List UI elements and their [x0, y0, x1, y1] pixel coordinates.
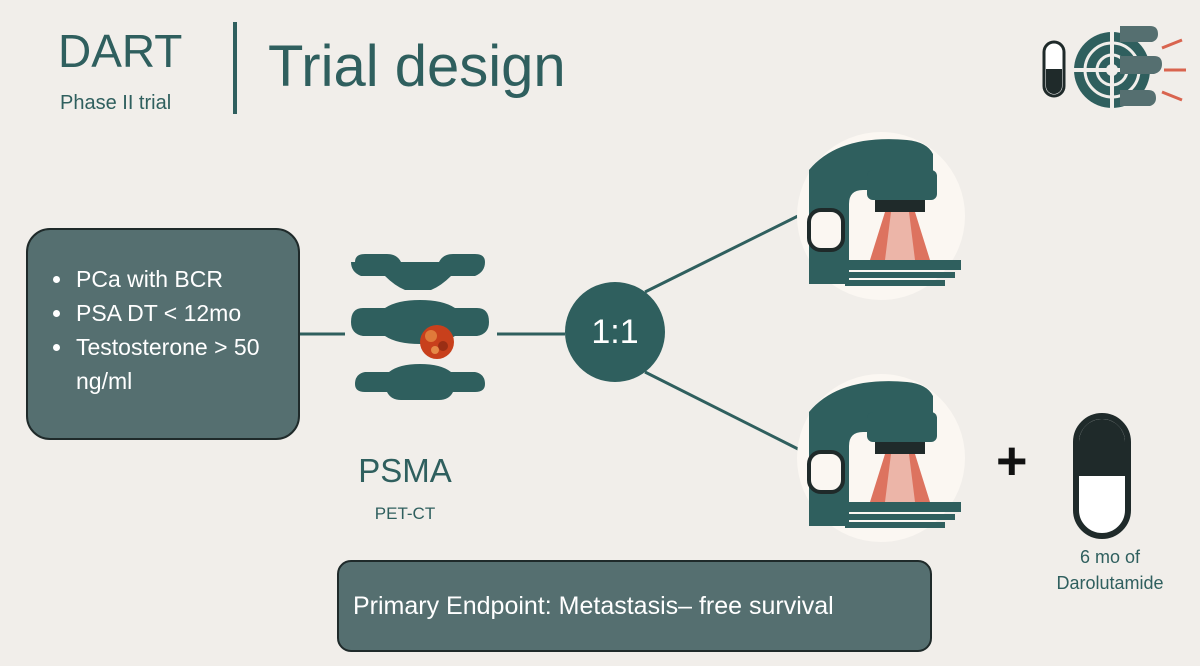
drug-caption: 6 mo of Darolutamide — [1030, 544, 1190, 596]
primary-endpoint-text: Primary Endpoint: Metastasis– free survi… — [353, 591, 834, 620]
eligibility-list: PCa with BCR PSA DT < 12mo Testosterone … — [28, 230, 298, 398]
drug-caption-line2: Darolutamide — [1056, 573, 1164, 593]
page-title: Trial design — [268, 34, 566, 99]
title-divider — [233, 22, 237, 114]
imaging-sublabel: PET-CT — [374, 504, 436, 523]
vertebra-lesion-icon — [351, 254, 489, 400]
drug-caption-line1: 6 mo of — [1079, 547, 1141, 567]
trial-name: DART — [58, 25, 183, 77]
eligibility-item: PCa with BCR — [74, 262, 298, 296]
connector-ratio-to-arm2 — [644, 370, 801, 452]
imaging-label: PSMA — [358, 452, 452, 489]
eligibility-box: PCa with BCR PSA DT < 12mo Testosterone … — [26, 228, 300, 440]
connector-ratio-to-arm1 — [644, 213, 801, 294]
eligibility-item: Testosterone > 50 ng/ml — [74, 330, 298, 398]
radiotherapy-linac-icon — [797, 132, 965, 300]
eligibility-item: PSA DT < 12mo — [74, 296, 298, 330]
trial-phase: Phase II trial — [60, 92, 172, 114]
capsule-icon — [1073, 413, 1131, 539]
trial-logo-icon — [1042, 26, 1186, 112]
randomization-ratio: 1:1 — [565, 282, 665, 382]
radiotherapy-linac-icon — [797, 374, 965, 542]
primary-endpoint-box: Primary Endpoint: Metastasis– free survi… — [337, 560, 932, 652]
plus-sign: + — [996, 431, 1028, 491]
randomization-ratio-label: 1:1 — [591, 312, 639, 351]
